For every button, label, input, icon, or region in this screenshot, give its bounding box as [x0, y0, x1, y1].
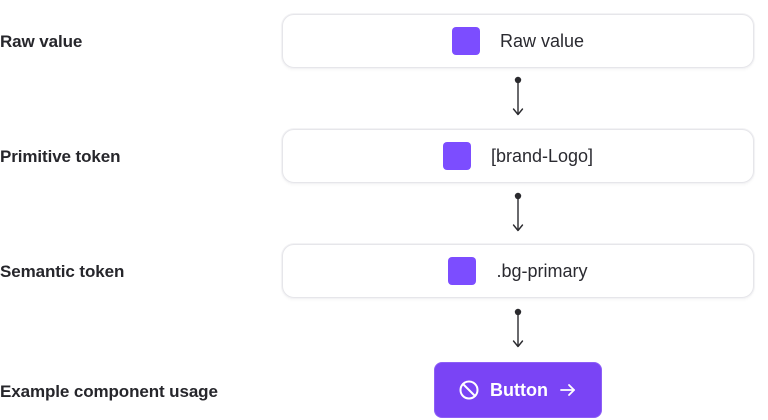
primitive-token-card: [brand-Logo]	[282, 129, 754, 183]
connector-arrow-2	[512, 192, 524, 232]
row-label-primitive-token: Primitive token	[0, 147, 121, 166]
semantic-token-card: .bg-primary	[282, 244, 754, 298]
semantic-token-text: .bg-primary	[496, 260, 588, 281]
raw-value-text: Raw value	[499, 30, 585, 51]
row-label-component-usage: Example component usage	[0, 382, 218, 401]
color-swatch	[442, 142, 471, 170]
row-label-raw-value: Raw value	[0, 32, 83, 51]
button-label: Button	[490, 379, 548, 400]
primitive-token-text: [brand-Logo]	[490, 145, 594, 166]
color-swatch	[448, 257, 477, 285]
color-swatch	[451, 27, 480, 55]
arrow-right-icon	[560, 384, 575, 396]
connector-arrow-3	[512, 308, 524, 348]
ban-icon	[459, 380, 479, 400]
connector-arrow-1	[512, 76, 524, 116]
example-button[interactable]: Button	[434, 362, 602, 418]
raw-value-card: Raw value	[282, 14, 754, 68]
row-label-semantic-token: Semantic token	[0, 262, 125, 281]
